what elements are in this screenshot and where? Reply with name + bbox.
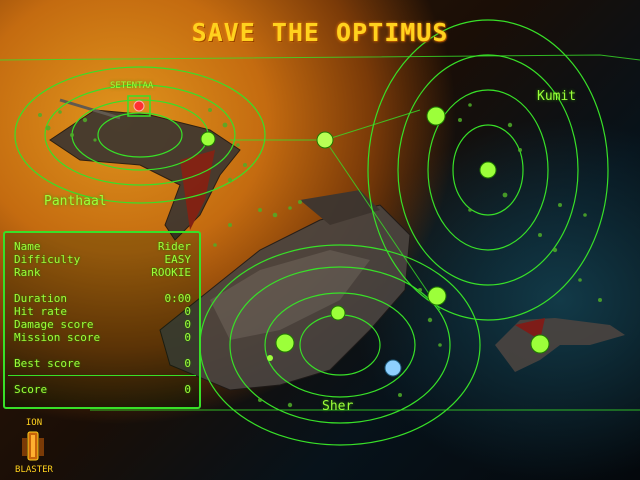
target-reticle-icon[interactable] xyxy=(127,95,151,117)
stat-row-mission-score: Mission score 0 xyxy=(14,331,191,344)
ship-center-icon xyxy=(159,190,411,391)
stat-row-name: Name Rider xyxy=(14,240,191,253)
stat-label: Name xyxy=(14,240,41,253)
stat-value: 0 xyxy=(184,383,191,396)
stat-label: Hit rate xyxy=(14,305,67,318)
stat-value: 0 xyxy=(184,318,191,331)
stat-label: Best score xyxy=(14,357,81,370)
stat-row-damage-score: Damage score 0 xyxy=(14,318,191,331)
stat-label: Difficulty xyxy=(14,253,81,266)
stat-label: Rank xyxy=(14,266,41,279)
stat-label: Duration xyxy=(14,292,67,305)
target-label: SETENTAA xyxy=(110,81,154,91)
planet-label-panthaal[interactable]: Panthaal xyxy=(44,194,107,209)
stats-panel: Name Rider Difficulty EASY Rank ROOKIE D… xyxy=(3,231,201,409)
stat-row-duration: Duration 0:00 xyxy=(14,292,191,305)
weapon-label-top: ION xyxy=(25,418,43,428)
stat-value: ROOKIE xyxy=(151,266,191,279)
stat-row-best-score: Best score 0 xyxy=(14,357,191,370)
stat-row-rank: Rank ROOKIE xyxy=(14,266,191,279)
planet-label-kumit[interactable]: Kumit xyxy=(537,89,577,104)
stat-row-hit-rate: Hit rate 0 xyxy=(14,305,191,318)
ion-blaster-icon[interactable] xyxy=(18,430,48,462)
stat-value: EASY xyxy=(164,253,192,266)
stat-row-difficulty: Difficulty EASY xyxy=(14,253,191,266)
stat-value: 0 xyxy=(184,305,191,318)
page-title: SAVE THE OPTIMUS xyxy=(191,18,449,47)
stat-value: 0:00 xyxy=(164,292,192,305)
stat-value: Rider xyxy=(157,240,191,253)
stat-label: Score xyxy=(14,383,48,396)
orbits-kumit xyxy=(367,19,609,321)
ship-right-icon xyxy=(495,318,625,372)
score-divider xyxy=(8,375,196,376)
stat-label: Damage score xyxy=(14,318,94,331)
route-lines xyxy=(0,54,640,411)
stat-row-score: Score 0 xyxy=(14,383,191,396)
planet-label-sher[interactable]: Sher xyxy=(322,399,354,414)
planet-nodes[interactable] xyxy=(200,106,550,377)
stat-value: 0 xyxy=(184,331,191,344)
weapon-label-bottom: BLASTER xyxy=(15,465,53,475)
stat-value: 0 xyxy=(184,357,191,370)
asteroid-field xyxy=(38,103,602,408)
stat-label: Mission score xyxy=(14,331,101,344)
